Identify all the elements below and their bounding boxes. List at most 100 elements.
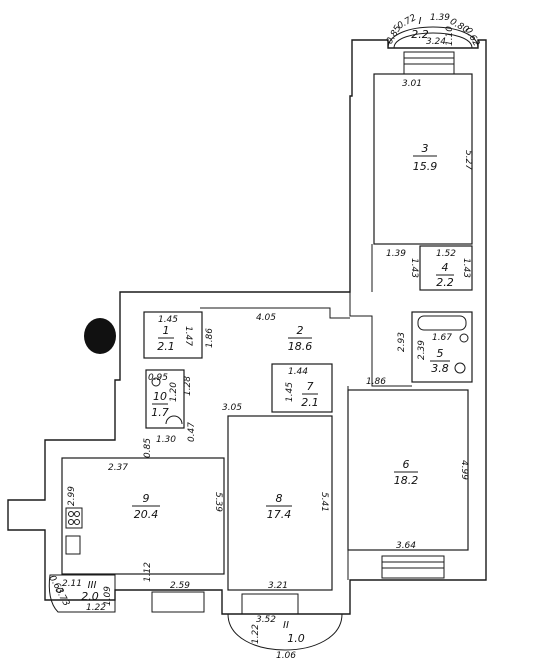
room-label-9: 9 20.4 (132, 492, 160, 521)
window-room-3 (403, 51, 455, 75)
svg-text:4: 4 (442, 261, 449, 274)
room-1 (143, 311, 203, 359)
dim-0-85: 0.85 (143, 438, 153, 458)
svg-text:2.2: 2.2 (411, 28, 429, 41)
balcony-i-inner (393, 32, 473, 49)
dim-2-93: 2.93 (397, 332, 407, 352)
dim-1-44: 1.44 (288, 367, 308, 377)
window-room-8 (241, 593, 299, 615)
balcony-label-ii: II 1.0 (283, 620, 305, 645)
toilet-icon (151, 377, 161, 387)
window-room-6 (381, 555, 445, 579)
dim-4-99: 4.99 (459, 460, 469, 480)
dim-3-52: 3.52 (256, 615, 276, 625)
room-7 (271, 363, 333, 413)
ink-blot (84, 318, 116, 354)
dim-5-39: 5.39 (213, 492, 223, 512)
dim-1-20: 1.20 (169, 382, 179, 402)
room-label-10: 10 1.7 (151, 390, 169, 419)
dim-1-47: 1.47 (183, 326, 193, 346)
dim-1-86-mid: 1.86 (366, 377, 386, 387)
balcony-i-outline (387, 26, 479, 49)
dim-1-43-a: 1.43 (409, 258, 419, 278)
dim-3-01: 3.01 (402, 79, 422, 89)
balcony-iii-outline (48, 574, 116, 613)
room-label-6: 6 18.2 (394, 458, 419, 487)
dim-2-99: 2.99 (67, 486, 77, 506)
svg-text:20.4: 20.4 (134, 508, 159, 521)
room-label-2: 2 18.6 (288, 324, 313, 353)
room-4 (419, 245, 473, 291)
svg-text:5: 5 (437, 347, 444, 360)
svg-text:8: 8 (276, 492, 283, 505)
dim-3-05: 3.05 (222, 403, 242, 413)
dim-1-43-b: 1.43 (461, 258, 471, 278)
dim-1-12: 1.12 (143, 562, 153, 582)
svg-text:7: 7 (307, 380, 314, 393)
burner (68, 519, 74, 525)
svg-text:18.2: 18.2 (394, 474, 419, 487)
room-label-8: 8 17.4 (266, 492, 292, 521)
room-label-5: 5 3.8 (430, 347, 450, 375)
window-room-9 (151, 591, 205, 613)
dim-1-28: 1.28 (183, 376, 193, 396)
svg-text:17.4: 17.4 (267, 508, 292, 521)
room-8 (227, 415, 333, 591)
burner (74, 511, 80, 517)
sink-icon-10 (165, 415, 183, 425)
dim-1-10: 1.10 (445, 26, 455, 46)
dim-2-11: 2.11 (62, 579, 82, 589)
dim-2-59: 2.59 (170, 581, 190, 591)
svg-text:6: 6 (403, 458, 410, 471)
svg-text:2.2: 2.2 (436, 276, 454, 289)
hall-wall-2 (200, 307, 350, 319)
dim-2-37: 2.37 (108, 463, 128, 473)
dim-0-47: 0.47 (187, 422, 197, 442)
burner (74, 519, 80, 525)
svg-text:III: III (88, 580, 97, 591)
svg-text:10: 10 (153, 390, 167, 403)
svg-text:3: 3 (422, 142, 429, 155)
balcony-ii-outline (227, 613, 343, 651)
svg-text:1.0: 1.0 (287, 632, 305, 645)
bathtub (417, 315, 467, 331)
balcony-label-i: I 2.2 (411, 16, 429, 41)
dim-1-09: 1.09 (103, 586, 113, 606)
dim-1-86-top: 1.86 (205, 328, 215, 348)
dim-3-21: 3.21 (268, 581, 288, 591)
svg-text:I: I (419, 16, 422, 27)
dim-1-45-top: 1.45 (158, 315, 178, 325)
room-9 (61, 457, 225, 575)
svg-text:2.1: 2.1 (157, 340, 175, 353)
dim-2-39: 2.39 (417, 340, 427, 360)
drain-icon (459, 333, 469, 343)
dim-1-30: 1.30 (156, 435, 176, 445)
dim-1-22-b: 1.22 (86, 603, 106, 613)
svg-text:18.6: 18.6 (288, 340, 313, 353)
dim-3-64: 3.64 (396, 541, 416, 551)
svg-text:1: 1 (163, 324, 170, 337)
svg-text:II: II (283, 620, 289, 631)
dim-0-95: 0.95 (148, 373, 168, 383)
dim-1-52: 1.52 (436, 249, 456, 259)
sink-icon (454, 362, 466, 374)
dim-1-39-top: 1.39 (430, 13, 450, 23)
dim-1-39-mid: 1.39 (386, 249, 406, 259)
dim-1-22: 1.22 (251, 624, 261, 644)
dim-4-05: 4.05 (256, 313, 276, 323)
dim-1-45-side: 1.45 (285, 382, 295, 402)
svg-text:2.0: 2.0 (81, 590, 99, 603)
room-label-7: 7 2.1 (301, 380, 319, 409)
svg-text:9: 9 (143, 492, 150, 505)
room-3 (373, 73, 473, 245)
room-label-4: 4 2.2 (436, 261, 454, 289)
dim-5-41: 5.41 (319, 492, 329, 512)
room-label-1: 1 2.1 (157, 324, 175, 353)
svg-text:2.1: 2.1 (301, 396, 319, 409)
dim-1-67: 1.67 (432, 333, 452, 343)
svg-text:3.8: 3.8 (431, 362, 449, 375)
dimension-labels: 3.01 5.27 1.39 1.52 1.43 1.43 1.67 2.39 … (46, 13, 481, 661)
stove-icon (65, 507, 83, 529)
balcony-label-iii: III 2.0 (81, 580, 99, 603)
